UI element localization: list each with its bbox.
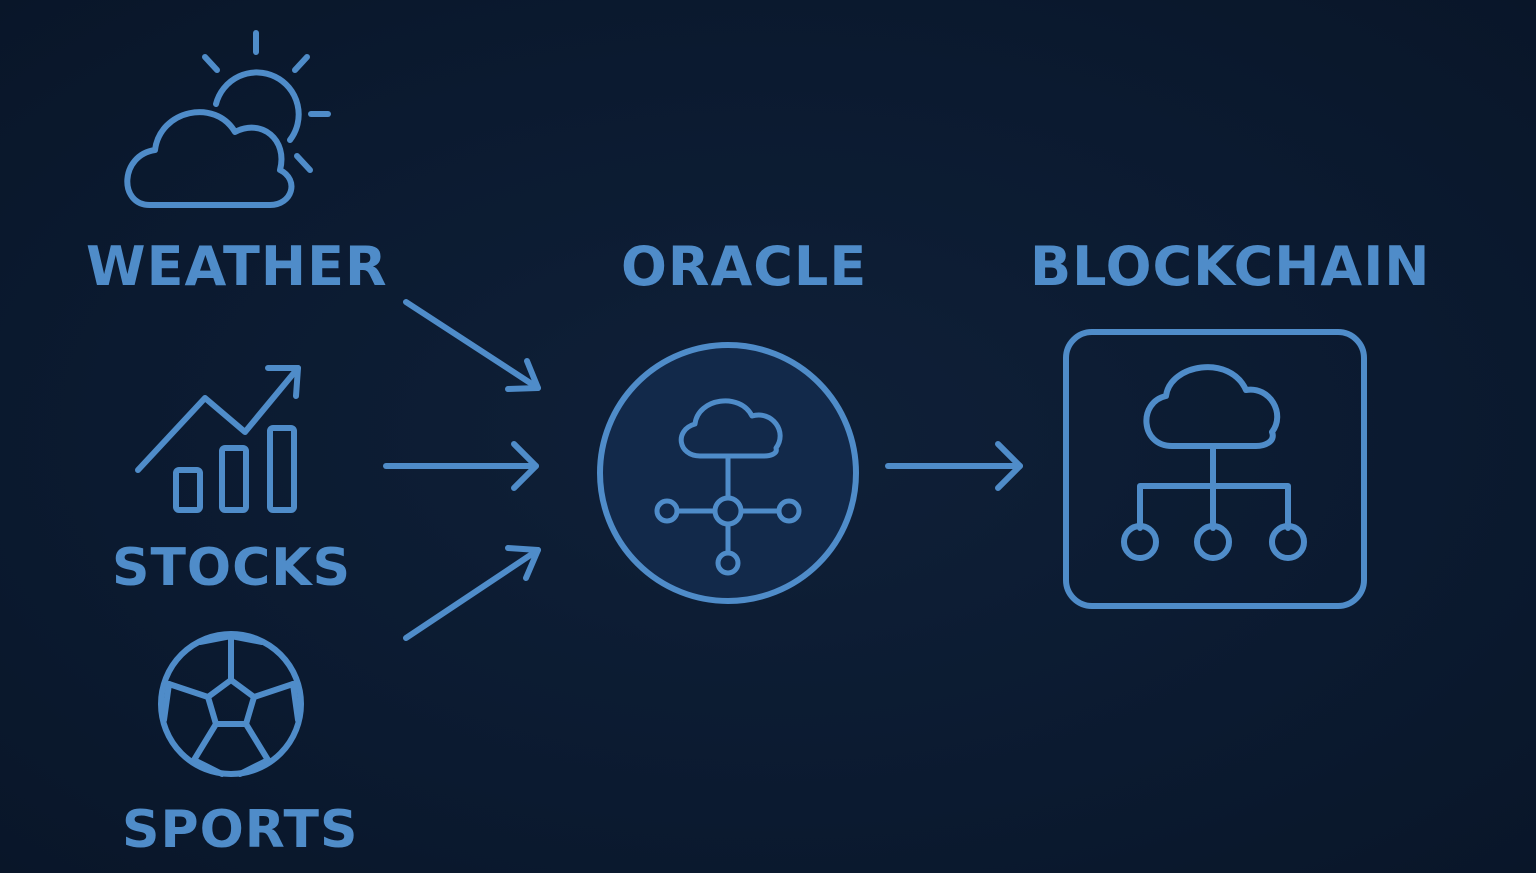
cloud-network-icon xyxy=(654,398,802,576)
cloud-tree-icon xyxy=(1121,364,1307,561)
weather-label: WEATHER xyxy=(86,235,388,298)
arrow-stocks-to-oracle xyxy=(383,441,539,491)
stock-chart-icon xyxy=(135,365,301,513)
blockchain-label: BLOCKCHAIN xyxy=(1030,235,1431,298)
soccer-ball-icon xyxy=(158,631,304,777)
arrow-sports-to-oracle xyxy=(403,545,541,641)
arrow-oracle-to-blockchain xyxy=(885,441,1023,491)
sun-cloud-icon xyxy=(124,30,331,208)
oracle-label: ORACLE xyxy=(621,235,868,298)
sports-label: SPORTS xyxy=(122,800,359,860)
arrow-weather-to-oracle xyxy=(403,299,541,392)
blockchain-node xyxy=(1063,329,1367,609)
stocks-label: STOCKS xyxy=(112,538,352,598)
